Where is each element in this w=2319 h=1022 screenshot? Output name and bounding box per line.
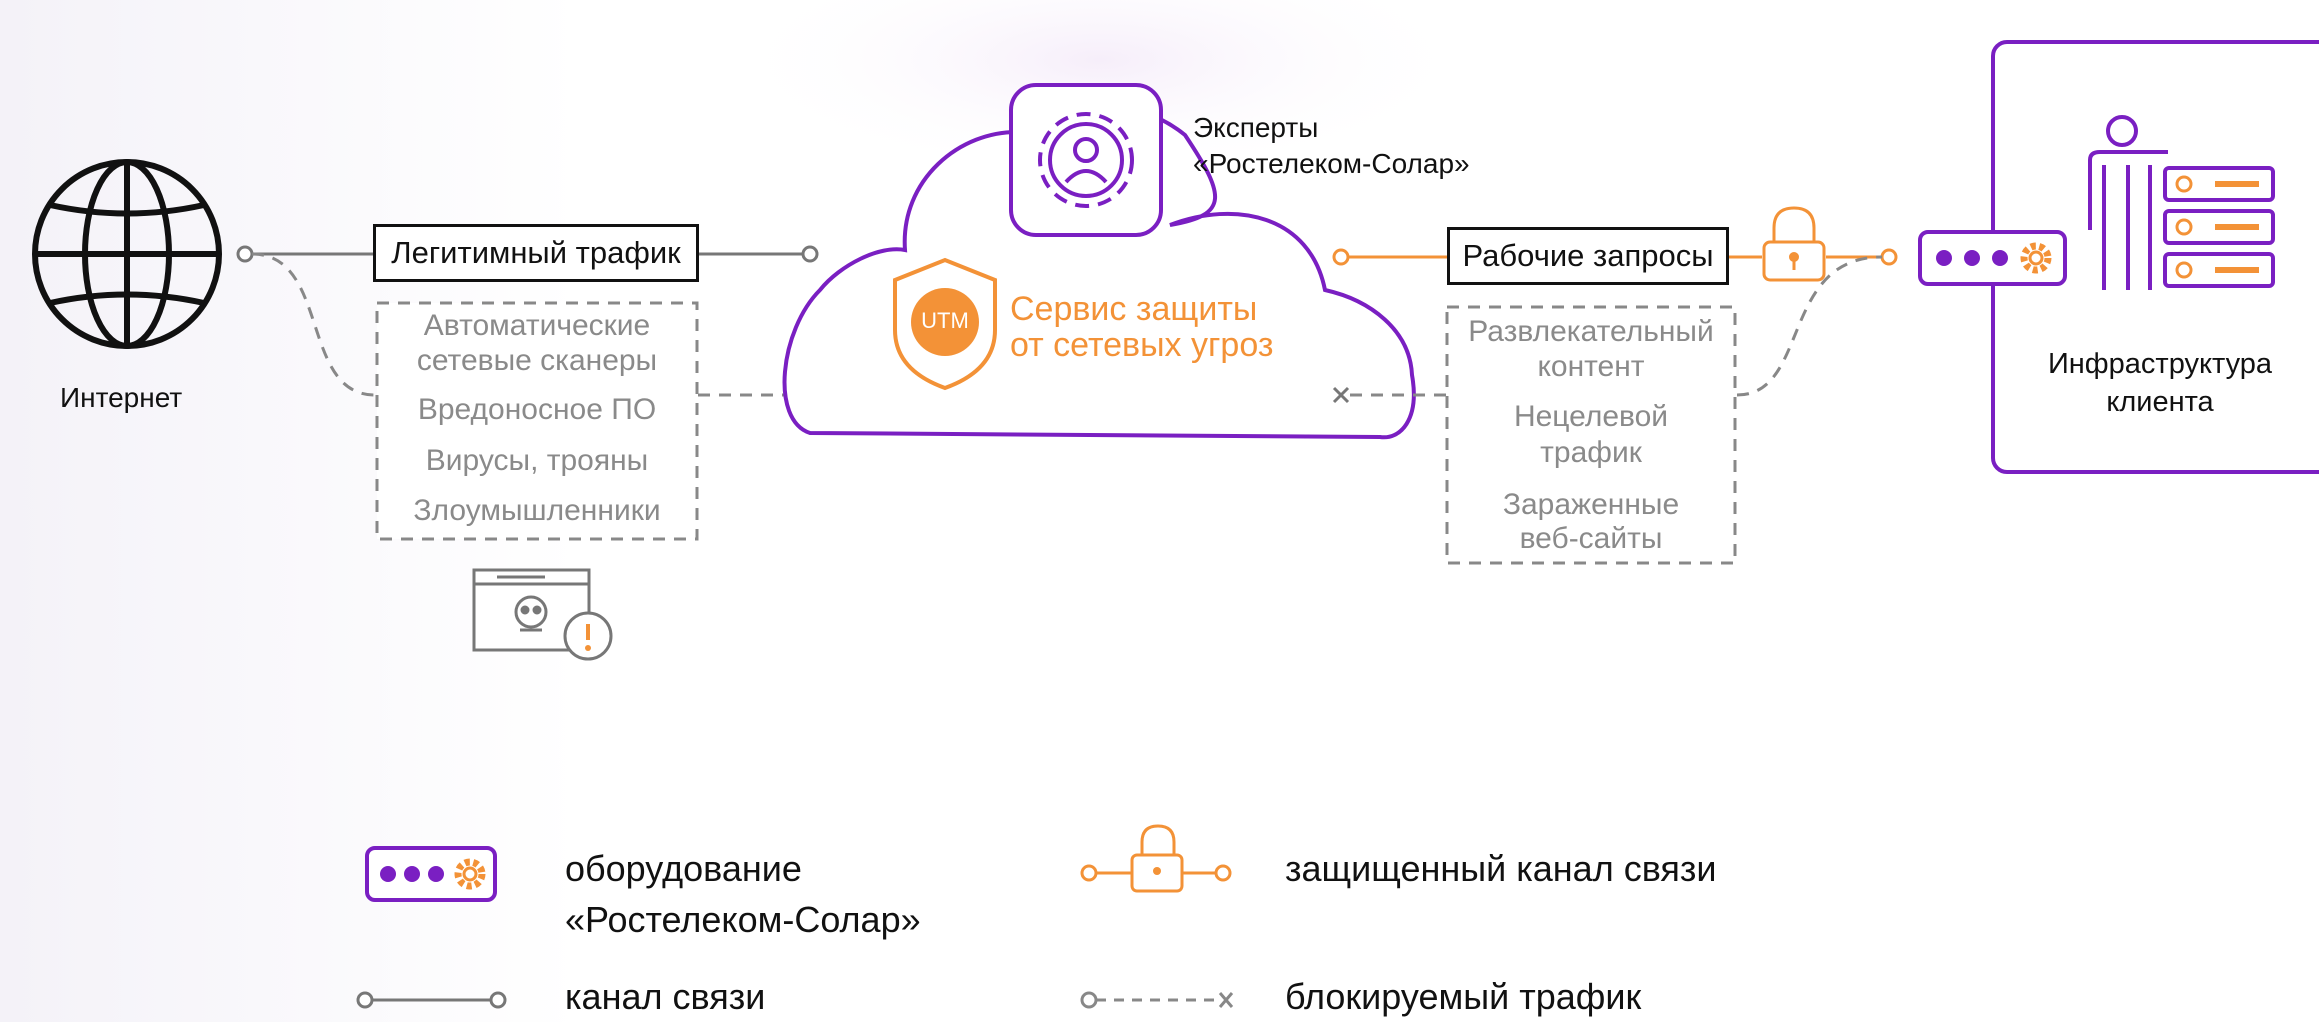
legend-channel-icon	[356, 991, 507, 1009]
blocked-outbound-item-3: Нецелевой	[1513, 400, 1669, 433]
blocked-inbound-item-2: сетевые сканеры	[416, 344, 658, 377]
blocked-outbound-item-2: контент	[1537, 350, 1645, 383]
legit-channel	[236, 245, 819, 263]
utm-badge: UTM	[921, 308, 969, 333]
legit-traffic-label: Легитимный трафик	[373, 224, 699, 282]
utm-title-line2: от сетевых угроз	[1010, 326, 1274, 364]
blocked-inbound-item-5: Злоумышленники	[413, 494, 661, 527]
client-label-line1: Инфраструктура	[2047, 348, 2273, 380]
legend-equipment-line1: оборудование	[565, 848, 802, 889]
blocked-outbound-item-6: веб-сайты	[1519, 522, 1663, 555]
internet-label: Интернет	[60, 382, 183, 413]
experts-label-line2: «Ростелеком-Солар»	[1193, 148, 1470, 179]
legend-equipment-line2: «Ростелеком-Солар»	[565, 899, 921, 940]
block-cross-icon	[1332, 386, 1350, 404]
globe-icon	[32, 159, 222, 349]
blocked-outbound-line	[1350, 255, 1883, 397]
blocked-inbound-item-4: Вирусы, трояны	[425, 444, 649, 477]
blocked-outbound-box	[1445, 305, 1737, 565]
work-requests-label: Рабочие запросы	[1447, 227, 1729, 285]
lock-icon	[1762, 206, 1826, 282]
shield-icon	[893, 257, 997, 391]
blocked-inbound-box	[375, 301, 699, 541]
blocked-outbound-item-4: трафик	[1540, 436, 1642, 469]
experts-label-line1: Эксперты	[1193, 112, 1319, 143]
client-label-line2: клиента	[2106, 386, 2214, 418]
person-icon	[2088, 115, 2168, 290]
expert-gear-icon	[1009, 83, 1163, 237]
blocked-inbound-item-3: Вредоносное ПО	[417, 393, 657, 426]
blocked-outbound-item-5: Зараженные	[1502, 488, 1680, 521]
legend-appliance-icon	[365, 846, 497, 902]
blocked-outbound-item-1: Развлекательный	[1468, 315, 1714, 348]
appliance-icon	[1918, 230, 2067, 286]
warning-icon	[585, 624, 591, 651]
blocked-inbound-item-1: Автоматические	[423, 309, 651, 342]
malware-window-icon	[472, 568, 613, 661]
legend-blocked-icon	[1080, 991, 1234, 1009]
legend-secure-channel-label: защищенный канал связи	[1285, 848, 1717, 889]
legend-secure-channel-icon	[1080, 824, 1232, 893]
legend-channel-label: канал связи	[565, 976, 766, 1017]
legend-blocked-label: блокируемый трафик	[1285, 976, 1642, 1017]
utm-title-line1: Сервис защиты	[1010, 290, 1258, 328]
